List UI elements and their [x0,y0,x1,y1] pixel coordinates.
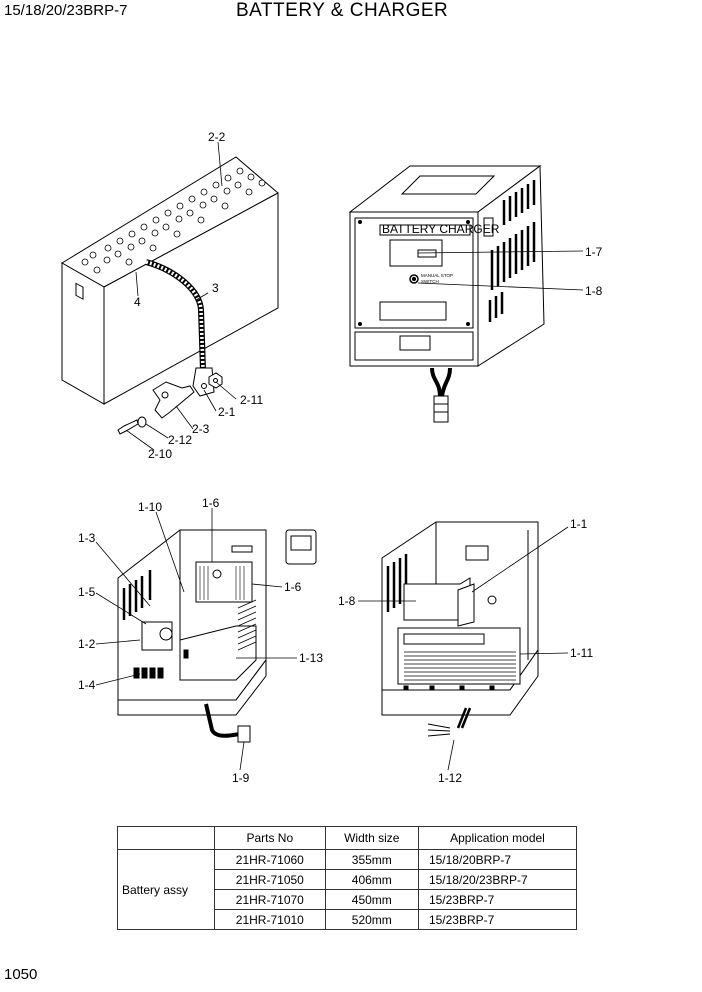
callout-2-3: 2-3 [192,422,210,436]
table-header-row: Parts No Width size Application model [117,826,578,850]
cell-part: 21HR-71050 [214,869,326,890]
table-row: 21HR-71070 450mm 15/23BRP-7 [118,889,578,910]
switch-label: SWITCH [421,279,439,284]
callout-1-8-interior: 1-8 [338,594,356,608]
charger-panel-title: BATTERY CHARGER [382,222,500,236]
callout-1-3: 1-3 [78,531,96,545]
callout-1-10: 1-10 [138,500,162,514]
page-title: BATTERY & CHARGER [236,0,449,21]
callout-1-7: 1-7 [585,245,603,259]
callout-2-1: 2-1 [218,405,236,419]
callout-2-12: 2-12 [168,433,192,447]
callout-3: 3 [212,281,219,295]
callout-1-6-top: 1-6 [202,496,220,510]
cell-part: 21HR-71060 [214,849,326,870]
manual-stop-label: MANUAL STOP [421,273,453,278]
leader-lines [95,141,584,771]
callout-1-4: 1-4 [78,678,96,692]
table-row: Battery assy 21HR-71060 355mm 15/18/20BR… [117,849,578,930]
callout-2-10: 2-10 [148,447,172,461]
callout-1-11: 1-11 [570,646,593,660]
cell-width: 450mm [324,889,419,910]
callout-1-13: 1-13 [299,651,323,665]
callout-1-2: 1-2 [78,637,96,651]
cell-model: 15/18/20BRP-7 [417,849,578,870]
callout-1-12: 1-12 [438,771,462,785]
cell-part: 21HR-71070 [214,889,326,910]
charger-interior-left-illustration [117,529,317,743]
cell-model: 15/23BRP-7 [417,889,578,910]
cell-model: 15/18/20/23BRP-7 [417,869,578,890]
callout-1-9: 1-9 [232,771,250,785]
cell-width: 406mm [324,869,419,890]
callout-2-2: 2-2 [208,130,226,144]
cell-model: 15/23BRP-7 [417,909,578,930]
callout-1-6-right: 1-6 [284,580,302,594]
callout-2-11: 2-11 [240,393,263,407]
cell-width: 520mm [324,909,419,930]
parts-table: Parts No Width size Application model Ba… [117,826,578,930]
charger-interior-right-illustration [381,521,539,737]
callout-labels: 2-2 3 4 2-11 2-1 2-3 2-12 2-10 1-7 1-8 1… [78,130,603,785]
cell-width: 355mm [324,849,419,870]
charger-exterior-illustration: BATTERY CHARGER MANUAL STOP SWITCH [348,165,545,423]
callout-1-1: 1-1 [570,517,588,531]
callout-4: 4 [134,295,141,309]
callout-1-5: 1-5 [78,585,96,599]
table-row: 21HR-71010 520mm 15/23BRP-7 [118,909,578,930]
cell-part: 21HR-71010 [214,909,326,930]
header-parts-no: Parts No [214,826,326,850]
group-battery-assy: Battery assy [117,849,215,930]
page-number: 1050 [4,966,38,983]
header-application-model: Application model [417,826,578,850]
battery-illustration [61,156,279,435]
model-label: 15/18/20/23BRP-7 [4,2,128,19]
header-width-size: Width size [324,826,419,850]
callout-1-8: 1-8 [585,284,603,298]
